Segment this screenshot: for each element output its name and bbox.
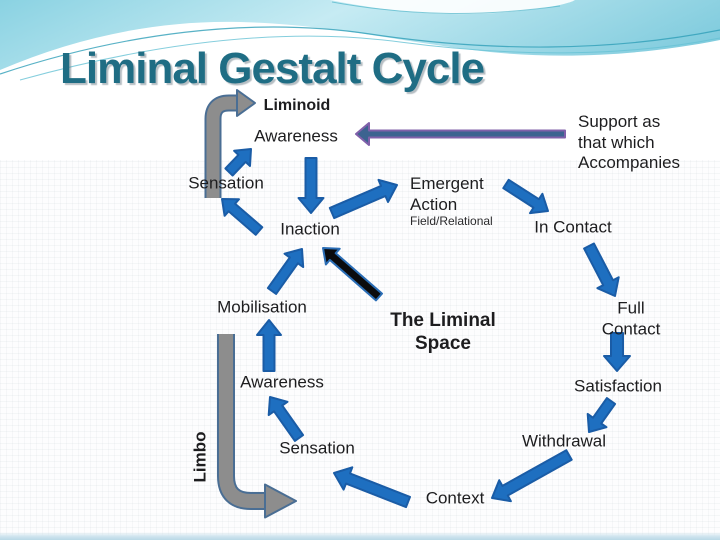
arrow-context-to-sensation-bottom <box>333 466 411 509</box>
arrow-liminal-space-to-inaction <box>322 247 383 302</box>
arrow-inaction-to-emergent-action <box>328 178 398 220</box>
arrow-satisfaction-to-withdrawal <box>586 397 617 433</box>
arrow-support-note-to-awareness-top <box>355 122 566 146</box>
arrow-emergent-action-to-in-contact <box>502 178 549 215</box>
arrow-full-contact-to-satisfaction <box>603 332 631 372</box>
arrow-awareness-bottom-to-mobilisation <box>256 319 282 372</box>
arrow-awareness-top-to-inaction <box>297 157 325 214</box>
arrow-inaction-to-sensation-top <box>221 198 264 236</box>
arrow-in-contact-to-full-contact <box>583 242 620 297</box>
arrow-mobilisation-to-inaction <box>266 248 305 295</box>
arrow-sensation-bottom-to-awareness-bottom <box>267 396 305 442</box>
liminoid-loop-arrow <box>204 89 256 198</box>
arrow-withdrawal-to-context <box>491 449 573 503</box>
page-title: Liminal Gestalt Cycle <box>60 44 485 93</box>
arrow-sensation-top-to-awareness-top <box>224 148 252 177</box>
bottom-edge-decoration <box>0 532 720 540</box>
limbo-loop-arrow <box>217 334 297 519</box>
top-wave-decoration <box>0 0 720 160</box>
